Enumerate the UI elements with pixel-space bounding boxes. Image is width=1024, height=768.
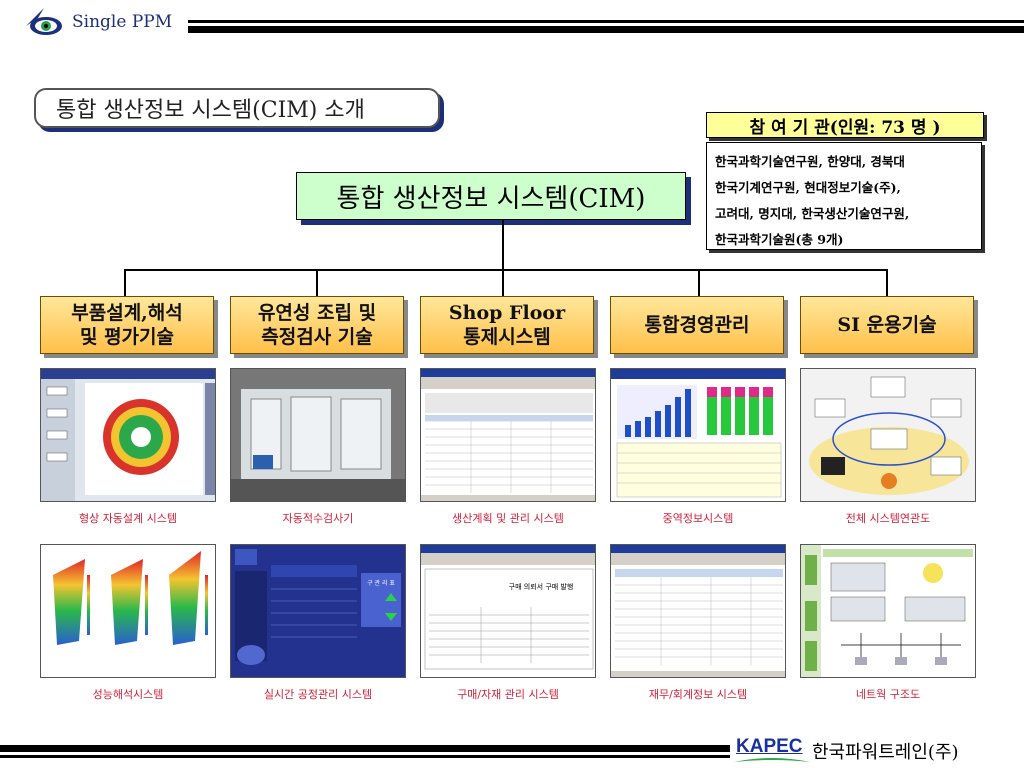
kapec-swoosh-icon <box>734 758 810 762</box>
caption-performance-analysis: 성능해석시스템 <box>92 688 164 701</box>
caption-purchase-material: 구매/자재 관리 시스템 <box>457 688 559 701</box>
category-line: SI 운용기술 <box>837 314 937 336</box>
category-line: 통합경영관리 <box>644 314 750 336</box>
participant-line: 고려대, 명지대, 한국생산기술연구원, <box>715 206 910 221</box>
participants-title: 참 여 기 관(인원: 73 명 ) <box>706 112 984 138</box>
participant-line: 한국과학기술연구원, 한양대, 경북대 <box>715 154 905 169</box>
thumb-network-structure <box>800 544 976 678</box>
thumb-realtime-process: 구 관 리 표 <box>230 544 406 678</box>
connector-drop <box>316 269 318 296</box>
caption-realtime-process: 실시간 공정관리 시스템 <box>263 688 373 701</box>
category-line: 통제시스템 <box>463 326 551 348</box>
caption-system-relation: 전체 시스템연관도 <box>845 512 931 525</box>
slide-title: 통합 생산정보 시스템(CIM) 소개 <box>34 88 440 128</box>
caption-inspection: 자동적수검사기 <box>282 512 354 525</box>
thumb-purchase-material: 구매 의뢰서 구매 발행 <box>420 544 596 678</box>
connector-horizontal <box>124 269 888 271</box>
category-line: 측정검사 기술 <box>261 326 373 348</box>
footer-rule-thick <box>0 745 730 752</box>
caption-shape-design: 형상 자동설계 시스템 <box>78 512 178 525</box>
thumb-performance-analysis <box>40 544 216 678</box>
connector-drop <box>886 269 888 296</box>
participant-line: 한국과학기술원(총 9개) <box>715 232 844 247</box>
company-name: 한국파워트레인(주) <box>812 742 959 763</box>
thumb-executive-info <box>610 368 786 502</box>
header-rule-thick <box>188 26 1024 33</box>
category-integrated-management: 통합경영관리 <box>610 296 784 354</box>
eye-logo-icon <box>26 8 62 35</box>
category-line: 및 평가기술 <box>79 326 174 348</box>
footer-rule <box>0 755 730 758</box>
thumb-shape-design <box>40 368 216 502</box>
category-si-operation: SI 운용기술 <box>800 296 974 354</box>
caption-finance-accounting: 재무/회계정보 시스템 <box>648 688 748 701</box>
thumb-inspection-machine <box>230 368 406 502</box>
connector-vertical-main <box>502 220 504 270</box>
header-rule <box>188 20 1024 23</box>
order-title: 구매 의뢰서 구매 발행 <box>509 582 574 591</box>
category-line: Shop Floor <box>448 302 566 324</box>
connector-drop <box>698 269 700 296</box>
caption-network-structure: 네트웍 구조도 <box>855 688 921 701</box>
participants-list: 한국과학기술연구원, 한양대, 경북대 한국기계연구원, 현대정보기술(주), … <box>706 142 982 250</box>
connector-drop <box>502 269 504 296</box>
thumb-finance-accounting <box>610 544 786 678</box>
caption-production-planning: 생산계획 및 관리 시스템 <box>452 512 564 525</box>
caption-executive-info: 중역정보시스템 <box>662 512 734 525</box>
category-line: 유연성 조립 및 <box>257 302 377 324</box>
category-line: 부품설계,해석 <box>71 302 183 324</box>
thumb-system-relation <box>800 368 976 502</box>
cim-box: 통합 생산정보 시스템(CIM) <box>296 172 686 220</box>
participant-line: 한국기계연구원, 현대정보기술(주), <box>715 180 901 195</box>
kapec-logo: KAPEC <box>736 736 803 757</box>
panel-title: 구 관 리 표 <box>367 579 395 587</box>
thumb-production-planning <box>420 368 596 502</box>
connector-drop <box>124 269 126 296</box>
brand-label: Single PPM <box>72 12 173 32</box>
